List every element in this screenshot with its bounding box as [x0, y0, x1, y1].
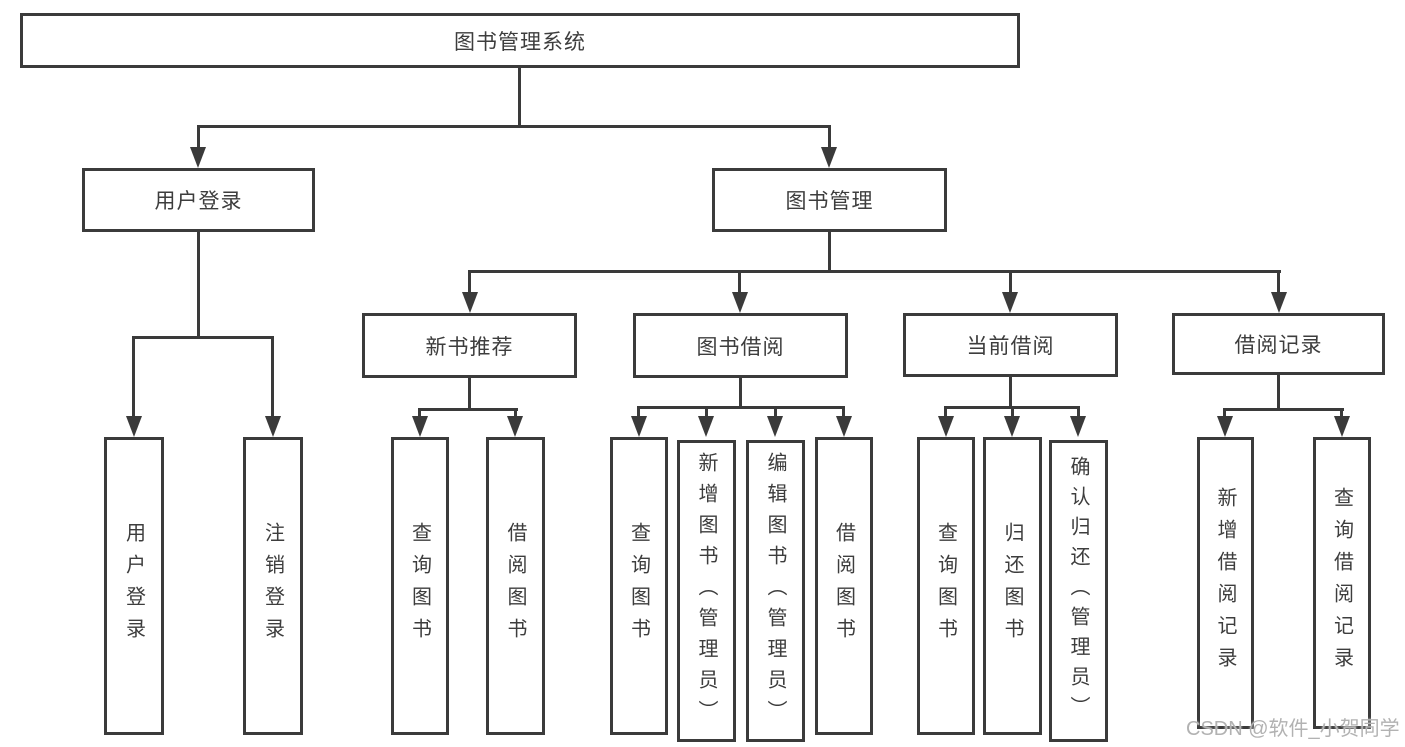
leaf-query-borrow-record-label: 查询借阅记录 — [1330, 487, 1353, 679]
node-book-borrow-label: 图书借阅 — [696, 335, 785, 359]
leaf-add-borrow-record-label: 新增借阅记录 — [1214, 487, 1236, 679]
connector-book-borrow-stub — [739, 378, 742, 408]
connector-book-management-stub — [828, 232, 831, 273]
connector-new-book-stub — [468, 378, 471, 410]
arrowhead-book-borrow — [732, 292, 748, 313]
leaf-user-login-label: 用户登录 — [122, 522, 145, 650]
leaf-query-books-3-label: 查询图书 — [934, 522, 957, 650]
arrowhead-leaf-query2 — [631, 416, 647, 437]
arrowhead-leaf-borrow1 — [507, 416, 523, 437]
arrowhead-leaf-query3 — [938, 416, 954, 437]
leaf-query-books-2: 查询图书 — [610, 437, 668, 735]
leaf-query-books-2-label: 查询图书 — [627, 522, 650, 650]
node-borrow-records: 借阅记录 — [1172, 313, 1385, 375]
node-new-book-recommend-label: 新书推荐 — [425, 335, 514, 359]
connector-to-leaf-add-book — [705, 406, 708, 418]
leaf-add-borrow-record: 新增借阅记录 — [1197, 437, 1254, 729]
leaf-add-book-admin: 新增图书（管理员） — [677, 440, 736, 742]
connector-current-borrow-stub — [1009, 377, 1012, 408]
connector-to-leaf-borrow1 — [514, 408, 517, 418]
connector-to-leaf-query3 — [944, 406, 947, 418]
connector-to-leaf-edit-book — [774, 406, 777, 418]
arrowhead-leaf-edit-book — [767, 416, 783, 437]
connector-root-stub — [518, 68, 521, 127]
node-new-book-recommend: 新书推荐 — [362, 313, 577, 378]
leaf-borrow-books-2: 借阅图书 — [815, 437, 873, 735]
arrowhead-leaf-user-login — [126, 416, 142, 437]
connector-to-user-login — [197, 125, 200, 151]
node-root: 图书管理系统 — [20, 13, 1020, 68]
node-book-management-label: 图书管理 — [785, 190, 874, 213]
connector-to-leaf-confirm-return — [1077, 406, 1080, 418]
arrowhead-borrow-records — [1271, 292, 1287, 313]
connector-to-new-book — [468, 270, 471, 294]
node-book-borrow: 图书借阅 — [633, 313, 848, 378]
connector-user-login-bar — [132, 336, 274, 339]
leaf-logout: 注销登录 — [243, 437, 303, 735]
connector-to-leaf-user-login — [132, 336, 135, 418]
connector-to-leaf-borrow2 — [842, 406, 845, 418]
connector-to-current-borrow — [1009, 270, 1012, 294]
connector-to-book-management — [828, 125, 831, 151]
leaf-borrow-books-1: 借阅图书 — [486, 437, 545, 735]
connector-to-leaf-return — [1011, 406, 1014, 418]
arrowhead-leaf-return — [1004, 416, 1020, 437]
leaf-edit-book-admin-label: 编辑图书（管理员） — [764, 451, 786, 731]
node-current-borrow: 当前借阅 — [903, 313, 1118, 377]
leaf-add-book-admin-label: 新增图书（管理员） — [695, 451, 717, 731]
arrowhead-leaf-add-book — [698, 416, 714, 437]
connector-to-book-borrow — [738, 270, 741, 294]
connector-to-leaf-query-record — [1340, 408, 1343, 418]
leaf-confirm-return-admin-label: 确认归还（管理员） — [1067, 456, 1089, 726]
node-root-label: 图书管理系统 — [454, 30, 586, 54]
connector-new-book-bar — [418, 408, 518, 411]
connector-borrow-records-bar — [1223, 408, 1344, 411]
leaf-borrow-books-1-label: 借阅图书 — [504, 522, 526, 650]
connector-borrow-records-stub — [1277, 375, 1280, 410]
arrowhead-leaf-borrow2 — [836, 416, 852, 437]
node-book-management: 图书管理 — [712, 168, 947, 232]
leaf-query-borrow-record: 查询借阅记录 — [1313, 437, 1371, 729]
connector-book-management-bar — [468, 270, 1281, 273]
leaf-query-books-1-label: 查询图书 — [408, 522, 431, 650]
arrowhead-leaf-confirm-return — [1070, 416, 1086, 437]
leaf-confirm-return-admin: 确认归还（管理员） — [1049, 440, 1108, 742]
node-current-borrow-label: 当前借阅 — [966, 335, 1055, 358]
leaf-query-books-3: 查询图书 — [917, 437, 975, 735]
arrowhead-leaf-add-record — [1217, 416, 1233, 437]
node-user-login-label: 用户登录 — [154, 190, 243, 213]
leaf-return-books-label: 归还图书 — [1001, 522, 1023, 650]
connector-to-leaf-add-record — [1223, 408, 1226, 418]
leaf-edit-book-admin: 编辑图书（管理员） — [746, 440, 805, 742]
connector-to-leaf-query2 — [637, 406, 640, 418]
csdn-watermark: CSDN @软件_小贺同学 — [1186, 718, 1400, 740]
arrowhead-user-login — [190, 147, 206, 168]
arrowhead-leaf-query-record — [1334, 416, 1350, 437]
node-borrow-records-label: 借阅记录 — [1234, 334, 1323, 357]
connector-to-leaf-query1 — [418, 408, 421, 418]
leaf-logout-label: 注销登录 — [261, 522, 284, 650]
arrowhead-leaf-logout — [265, 416, 281, 437]
connector-to-leaf-logout — [271, 336, 274, 418]
arrowhead-leaf-query1 — [412, 416, 428, 437]
leaf-user-login: 用户登录 — [104, 437, 164, 735]
connector-user-login-stub — [197, 232, 200, 339]
leaf-borrow-books-2-label: 借阅图书 — [832, 522, 855, 650]
connector-to-borrow-records — [1277, 270, 1280, 294]
connector-book-borrow-bar — [637, 406, 845, 409]
connector-root-bar — [197, 125, 831, 128]
arrowhead-book-management — [821, 147, 837, 168]
arrowhead-new-book — [462, 292, 478, 313]
arrowhead-current-borrow — [1002, 292, 1018, 313]
leaf-query-books-1: 查询图书 — [391, 437, 449, 735]
leaf-return-books: 归还图书 — [983, 437, 1042, 735]
node-user-login: 用户登录 — [82, 168, 315, 232]
